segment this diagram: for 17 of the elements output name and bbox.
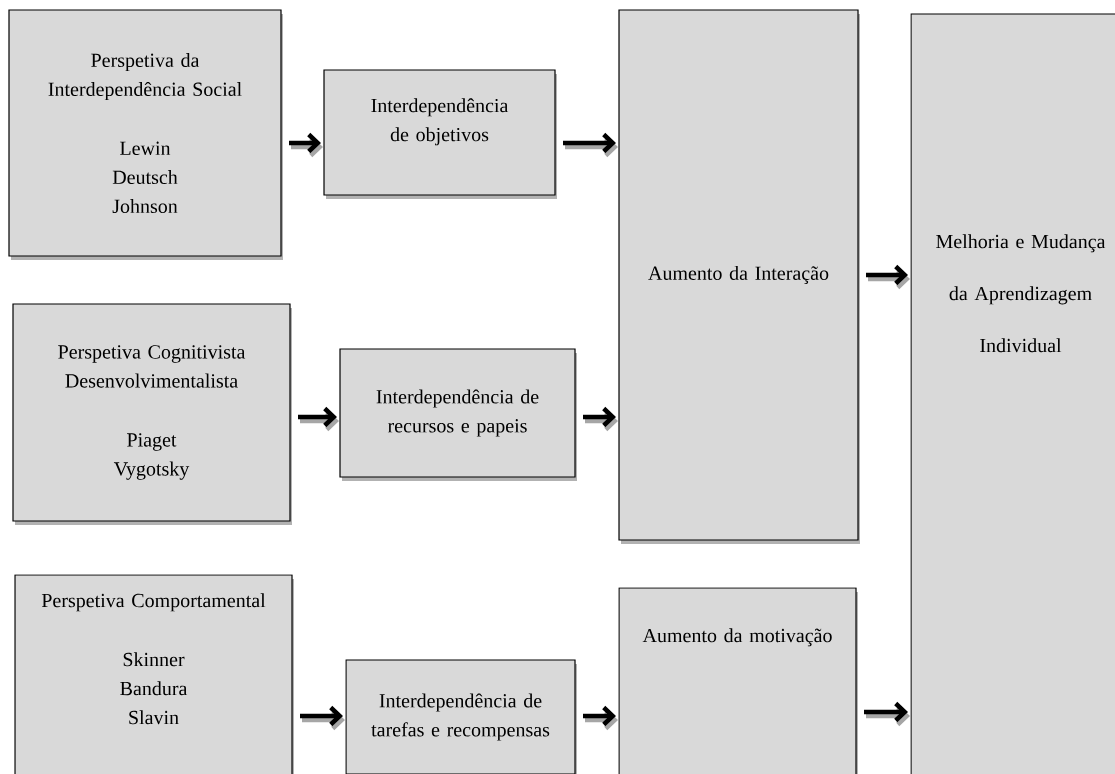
process-box: Interdependência de tarefas e recompensas	[345, 659, 577, 774]
process-box: Aumento da motivação	[618, 587, 858, 774]
arrow	[289, 132, 323, 158]
arrow	[866, 264, 910, 290]
process-box: Perspetiva Cognitivista Desenvolvimentalista Piaget Vygotsky	[12, 303, 292, 525]
process-box: Melhoria e Mudança da Aprendizagem Individual	[910, 13, 1115, 774]
arrow	[864, 701, 910, 727]
arrow	[583, 705, 618, 731]
process-box: Perspetiva da Interdependência Social Lewin Deutsch Johnson	[8, 9, 283, 260]
arrow	[298, 406, 339, 432]
arrow	[563, 132, 618, 158]
arrow	[583, 406, 618, 432]
process-box: Perspetiva Comportamental Skinner Bandura Slavin	[14, 574, 294, 774]
process-box: Interdependência de objetivos	[323, 69, 557, 199]
process-box: Aumento da Interação	[618, 9, 860, 544]
process-box: Interdependência de recursos e papeis	[339, 348, 577, 481]
arrow	[300, 705, 345, 731]
